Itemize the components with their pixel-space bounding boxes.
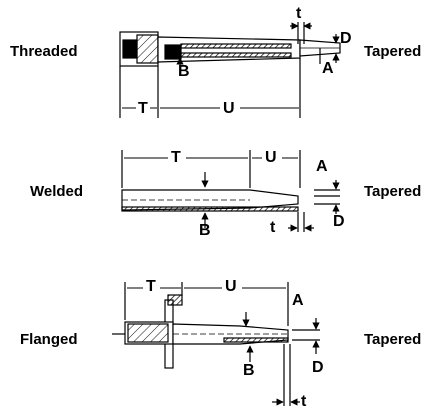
threaded-thermowell-drawing [119,22,341,118]
flanged-connection-label: Flanged [20,331,78,348]
welded-dim-A: A [316,158,328,175]
threaded-shank-label: Tapered [364,43,422,60]
welded-dim-U: U [265,149,277,166]
threaded-dim-T: T [138,100,148,117]
welded-dim-T: T [171,149,181,166]
welded-thermowell-drawing [121,150,340,232]
flanged-dim-U: U [225,278,237,295]
welded-connection-label: Welded [30,183,84,200]
threaded-dim-D: D [340,30,352,47]
welded-dim-D: D [333,213,345,230]
flanged-dim-B: B [243,362,255,379]
welded-dim-B: B [199,222,211,239]
flanged-dim-D: D [312,359,324,376]
threaded-dim-U: U [223,100,235,117]
threaded-dim-B: B [178,63,190,80]
flanged-thermowell-drawing [112,282,320,406]
flanged-dim-T: T [146,278,156,295]
threaded-dim-A: A [322,60,334,77]
welded-dim-t: t [270,219,276,236]
flanged-shank-label: Tapered [364,331,422,348]
threaded-connection-label: Threaded [10,43,78,60]
threaded-dim-t: t [296,5,302,22]
flanged-dim-t: t [301,393,307,410]
welded-shank-label: Tapered [364,183,422,200]
flanged-dim-A: A [292,292,304,309]
